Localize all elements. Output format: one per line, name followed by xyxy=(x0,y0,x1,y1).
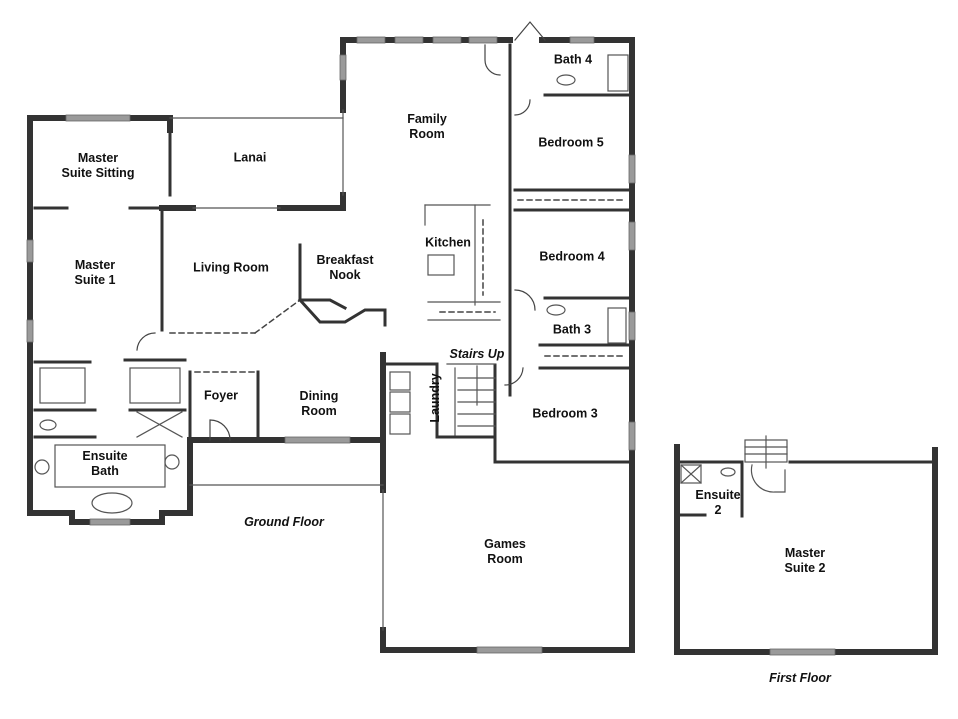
room-label-bedroom-5: Bedroom 5 xyxy=(538,135,604,150)
room-label-master-suite-sitting: Master Suite Sitting xyxy=(61,151,135,180)
room-label-ensuite-bath: Ensuite Bath xyxy=(82,449,128,478)
room-label-bedroom-4: Bedroom 4 xyxy=(539,249,605,264)
ground-floor-caption: Ground Floor xyxy=(244,515,324,529)
room-label-kitchen: Kitchen xyxy=(425,235,471,250)
first-floor-caption: First Floor xyxy=(769,671,831,685)
room-label-breakfast-nook: Breakfast Nook xyxy=(316,253,374,282)
room-label-bath-3: Bath 3 xyxy=(552,322,592,337)
room-label-master-suite-1: Master Suite 1 xyxy=(74,258,116,287)
room-label-foyer: Foyer xyxy=(203,388,239,403)
stairs-up-label: Stairs Up xyxy=(449,347,505,361)
room-label-master-suite-2: Master Suite 2 xyxy=(784,546,826,575)
room-label-living-room: Living Room xyxy=(193,260,269,275)
windows xyxy=(26,36,836,656)
room-label-bath-4: Bath 4 xyxy=(553,52,593,67)
room-label-family-room: Family Room xyxy=(407,112,447,141)
room-label-laundry: Laundry xyxy=(428,373,442,423)
room-label-bedroom-3: Bedroom 3 xyxy=(532,406,598,421)
thin-lines xyxy=(34,54,629,631)
room-label-dining-room: Dining Room xyxy=(299,389,339,418)
room-label-games-room: Games Room xyxy=(484,537,526,566)
room-label-ensuite-2: Ensuite 2 xyxy=(695,488,741,517)
room-label-lanai: Lanai xyxy=(233,150,267,165)
